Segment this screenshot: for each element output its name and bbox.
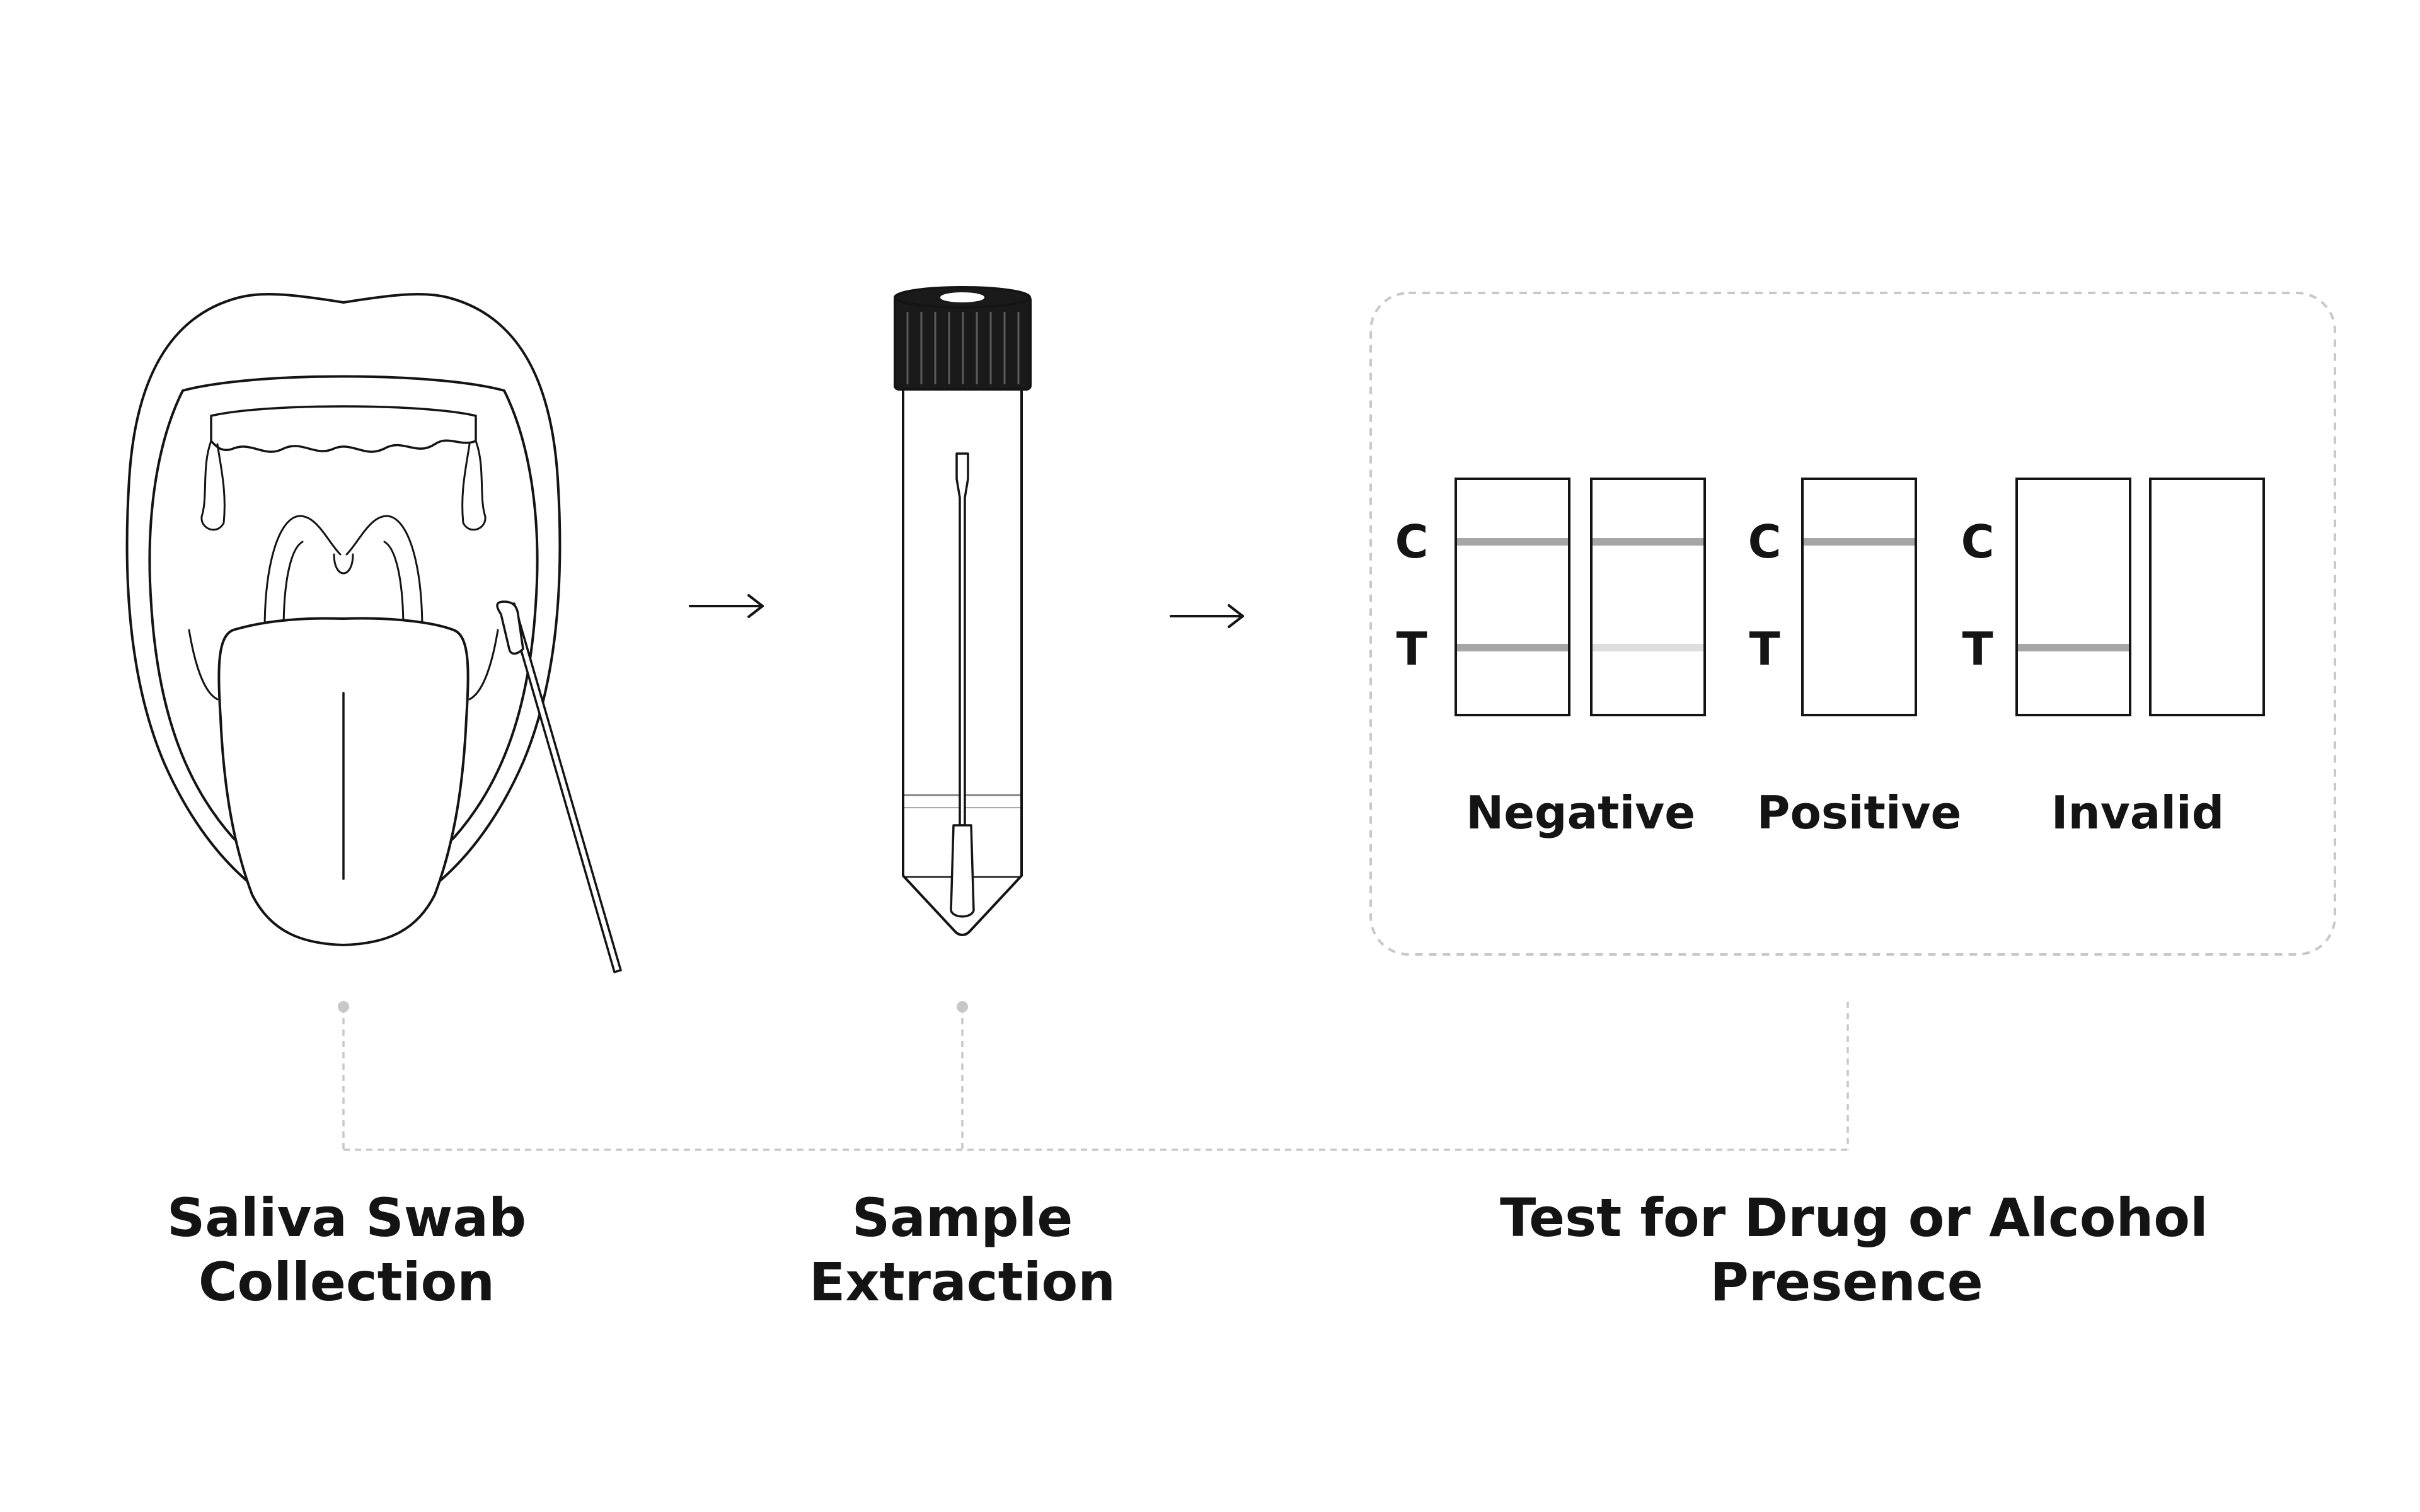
arrow-right-icon xyxy=(689,594,764,618)
swab-head-in-tube xyxy=(950,824,975,918)
strip-negative-2 xyxy=(1590,478,1706,716)
step-label-collection: Saliva Swab Collection xyxy=(0,1186,693,1314)
connector-dot xyxy=(338,1001,349,1012)
result-label-negative: Negative xyxy=(1465,786,1696,839)
step-label-line: Presence xyxy=(1710,1251,1983,1313)
tube-cap-ridges xyxy=(906,312,1020,384)
test-line-label: T xyxy=(1962,622,1993,675)
inner-arch-right xyxy=(383,541,405,631)
mouth-icon xyxy=(125,292,622,973)
step-label-line: Collection xyxy=(198,1251,495,1313)
test-line-label: T xyxy=(1396,622,1427,675)
upper-teeth xyxy=(210,405,477,453)
strip-invalid-2 xyxy=(2149,478,2265,716)
strip-positive xyxy=(1801,478,1917,716)
tube-cap-hole xyxy=(940,292,984,302)
arrow-right-icon-2 xyxy=(1170,604,1244,628)
test-tube-icon xyxy=(894,286,1032,936)
step-label-line: Extraction xyxy=(809,1251,1116,1313)
uvula xyxy=(333,553,354,575)
strip-bands xyxy=(1457,538,2129,651)
swab-tip xyxy=(496,600,524,655)
control-line-label: C xyxy=(1961,515,1995,568)
throat-arch-right xyxy=(345,515,424,631)
lower-teeth-left xyxy=(188,629,219,701)
step-label-line: Saliva Swab xyxy=(166,1187,527,1249)
results-panel-border xyxy=(1369,292,2336,956)
step-label-extraction: Sample Extraction xyxy=(616,1186,1309,1314)
inner-arch-left xyxy=(282,541,304,631)
connector-dot xyxy=(957,1001,968,1012)
step-label-line: Test for Drug or Alcohol xyxy=(1500,1187,2208,1249)
control-line-label: C xyxy=(1395,515,1429,568)
swab-in-mouth-icon xyxy=(507,602,622,973)
connector-bracket xyxy=(342,1002,1849,1151)
strip-invalid-1 xyxy=(2015,478,2131,716)
step-label-test: Test for Drug or Alcohol Presence xyxy=(1500,1186,2208,1314)
strip-negative-1 xyxy=(1455,478,1570,716)
step-label-line: Sample xyxy=(851,1187,1073,1249)
result-label-positive: Positive xyxy=(1756,786,1962,839)
test-line-label: T xyxy=(1749,622,1780,675)
right-molars xyxy=(461,440,487,531)
throat-arch-left xyxy=(263,515,342,631)
result-label-invalid: Invalid xyxy=(2051,786,2225,839)
control-line-label: C xyxy=(1748,515,1782,568)
lower-teeth-right xyxy=(468,629,499,701)
inner-mouth xyxy=(148,375,539,868)
test-strips xyxy=(1455,478,2265,716)
left-molars xyxy=(200,440,226,531)
